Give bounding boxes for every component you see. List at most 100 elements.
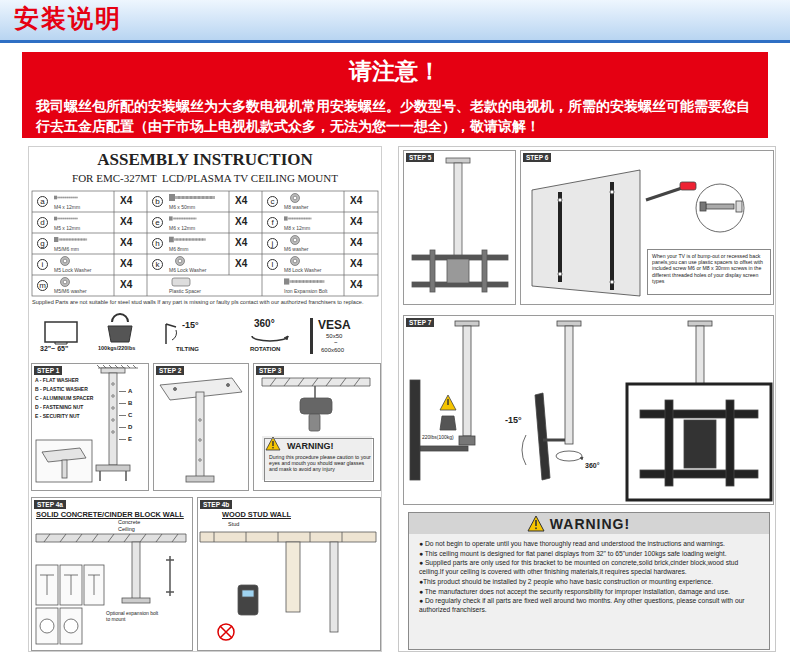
part-letter: e	[152, 217, 163, 228]
rotation-label: 360°	[585, 462, 599, 470]
hardware-key: E - SECURITY NUT	[35, 413, 80, 419]
step4b-art-part	[238, 585, 258, 615]
warning-bullet: ● Supplied parts are only used for this …	[419, 559, 763, 576]
spec-vesa: VESA	[318, 318, 351, 332]
step1-art-part	[112, 419, 114, 421]
step5-art-part	[482, 250, 487, 292]
header-bar	[0, 0, 790, 43]
header-bar-part	[0, 0, 790, 41]
part-pictures	[54, 194, 324, 287]
step4b-art	[200, 532, 376, 640]
spec-size: 32"~ 65"	[40, 345, 68, 353]
step7-art-part	[627, 384, 771, 500]
step7-art-part	[447, 399, 448, 405]
step6-art-part	[610, 280, 614, 284]
quantity: X4	[120, 237, 132, 249]
warning-panel	[408, 512, 770, 650]
step6-art-part	[532, 170, 640, 296]
step2-art-part	[196, 392, 204, 478]
step1-art-part	[100, 471, 126, 481]
quantity: X4	[350, 279, 362, 291]
part-letter: b	[152, 196, 163, 207]
step-tag: STEP 1	[34, 366, 62, 375]
warning-heading: WARNING!	[409, 516, 771, 533]
step3-art-part	[272, 447, 273, 448]
spec-icons-part	[284, 336, 288, 340]
step-tag: STEP 2	[156, 366, 184, 375]
step4a-art-part	[132, 542, 140, 602]
step6-art-part	[610, 190, 614, 194]
part-size: M4 x 12mm	[54, 204, 80, 210]
step6-art-part	[558, 198, 562, 202]
step7-art	[410, 321, 771, 500]
step6-art-part	[646, 188, 682, 200]
hardware-key: C - ALUMINIUM SPACER	[35, 395, 93, 401]
step-tag: STEP 3	[256, 366, 284, 375]
part-pictures-part	[291, 236, 300, 245]
step2-art-part	[199, 459, 201, 461]
parts-table-part	[32, 191, 378, 296]
step6-art-part	[680, 182, 696, 190]
header-bar-part	[0, 40, 790, 43]
step7-art-part	[522, 435, 526, 465]
warning-box: WARNING!During this procedure please cau…	[264, 438, 374, 482]
spec-rotation: 360°	[254, 318, 275, 330]
step7-art-part	[440, 395, 456, 410]
warning-panel-part	[535, 528, 537, 530]
part-size: M8 x 12mm	[284, 225, 310, 231]
spec-tilt: -15°	[182, 320, 199, 331]
step7-art-part	[459, 436, 475, 445]
hardware-key: D - FASTENING NUT	[35, 404, 83, 410]
spec-icons-part	[112, 314, 128, 322]
step7-art-part	[420, 446, 468, 451]
panel-frame-part	[399, 147, 776, 652]
spec-icons	[45, 314, 313, 354]
step7-art-part	[726, 400, 734, 486]
step4a-art-part	[40, 619, 54, 633]
step7-art-part	[463, 326, 471, 436]
step3-art-part	[309, 414, 320, 431]
step7-art-part	[543, 439, 565, 442]
step2-art-part	[186, 476, 214, 482]
warning-bullet: ● Do regularly check if all parts are fi…	[419, 597, 763, 614]
quantity: X4	[120, 279, 132, 291]
spec-icons-part	[108, 326, 132, 342]
quantity: X4	[120, 258, 132, 270]
spec-icons-part	[166, 324, 176, 344]
part-size: M5 x 12mm	[54, 225, 80, 231]
load-label: 220lbs(100kg)	[422, 434, 454, 440]
step1-art-part	[97, 365, 138, 368]
part-pictures-part	[284, 278, 324, 284]
callout-letter: D	[128, 424, 132, 431]
step1-art	[36, 365, 138, 482]
part-letter: a	[37, 196, 48, 207]
step-box: STEP 6When your TV is of bump-out or rec…	[520, 150, 774, 305]
step-box: STEP 5	[403, 150, 516, 305]
part-letter: f	[267, 217, 278, 228]
step-tag: STEP 4b	[200, 500, 232, 509]
step1-art-part	[112, 395, 114, 397]
step6-art-part	[706, 204, 734, 209]
part-letter: h	[152, 238, 163, 249]
part-size: M6 8mm	[169, 246, 188, 252]
step7-art-part	[535, 393, 550, 480]
step4b-art-part	[242, 590, 254, 597]
notice-body: 我司螺丝包所配的安装螺丝为大多数电视机常用安装螺丝。少数型号、老款的电视机，所需…	[36, 96, 754, 136]
spec-vesa-size: ~	[334, 339, 338, 346]
part-size: M6 x 12mm	[169, 225, 195, 231]
step7-art-part	[455, 321, 479, 326]
spec-vesa-size: 600x600	[321, 347, 344, 354]
step7-art-part	[665, 400, 673, 486]
part-pictures-part	[61, 278, 70, 287]
step2-art	[160, 378, 242, 482]
part-pictures-part	[291, 194, 300, 203]
step1-art-part	[96, 465, 130, 471]
step2-art-part	[227, 384, 230, 387]
step4a-art-part	[122, 598, 150, 603]
page-title: 安装说明	[14, 4, 122, 34]
quantity: X4	[350, 195, 362, 207]
step1-art-part	[62, 460, 67, 478]
step6-art-part	[696, 184, 744, 232]
step1-art-part	[112, 431, 114, 433]
